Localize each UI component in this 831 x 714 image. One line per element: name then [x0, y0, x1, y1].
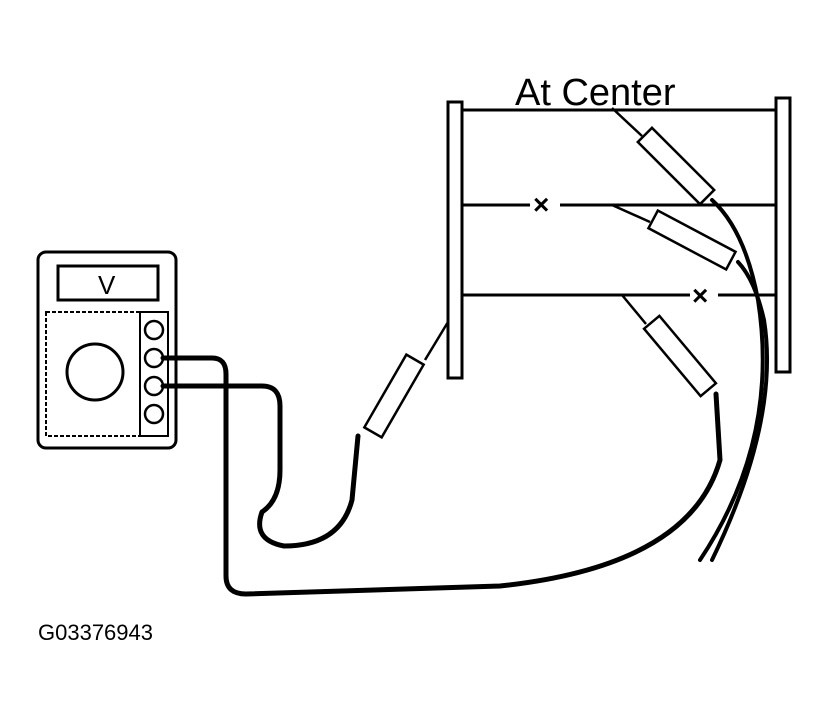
window-frame [446, 96, 792, 380]
probe-lower-tip [621, 294, 647, 325]
meter-terminal-strip [139, 311, 169, 437]
lead-to-wire-probes [160, 355, 723, 597]
meter-terminal-4 [143, 403, 165, 425]
figure-code: G03376943 [38, 620, 153, 645]
probe-mid-tip [611, 203, 651, 224]
meter-display [56, 264, 160, 302]
test-leads [160, 198, 770, 597]
left-frame-bar [446, 100, 464, 380]
lead-branch-center-1 [698, 198, 765, 562]
probe-top [611, 107, 716, 206]
probe-mid-body [646, 208, 738, 272]
meter-terminal-3 [143, 375, 165, 397]
right-frame-bar [774, 96, 792, 374]
probe-left-body [362, 352, 426, 440]
probe-left-tip [423, 321, 450, 361]
meter-mode-label: V [98, 270, 116, 300]
lead-to-left-probe [160, 383, 361, 549]
probe-top-body [636, 126, 716, 206]
break-mark-1: × [533, 189, 549, 220]
defogger-wires [462, 203, 776, 297]
probe-left [362, 321, 450, 440]
probe-lower-body [642, 314, 718, 398]
meter-terminal-2 [143, 347, 165, 369]
position-label: At Center [515, 72, 676, 114]
meter-dial [65, 342, 125, 402]
probe-lower [621, 294, 718, 398]
multimeter: V [36, 250, 178, 450]
break-mark-2: × [692, 280, 708, 311]
meter-terminal-1 [143, 319, 165, 341]
probe-mid [611, 203, 738, 272]
probe-top-tip [611, 107, 643, 137]
lead-branch-center-2 [710, 260, 770, 562]
